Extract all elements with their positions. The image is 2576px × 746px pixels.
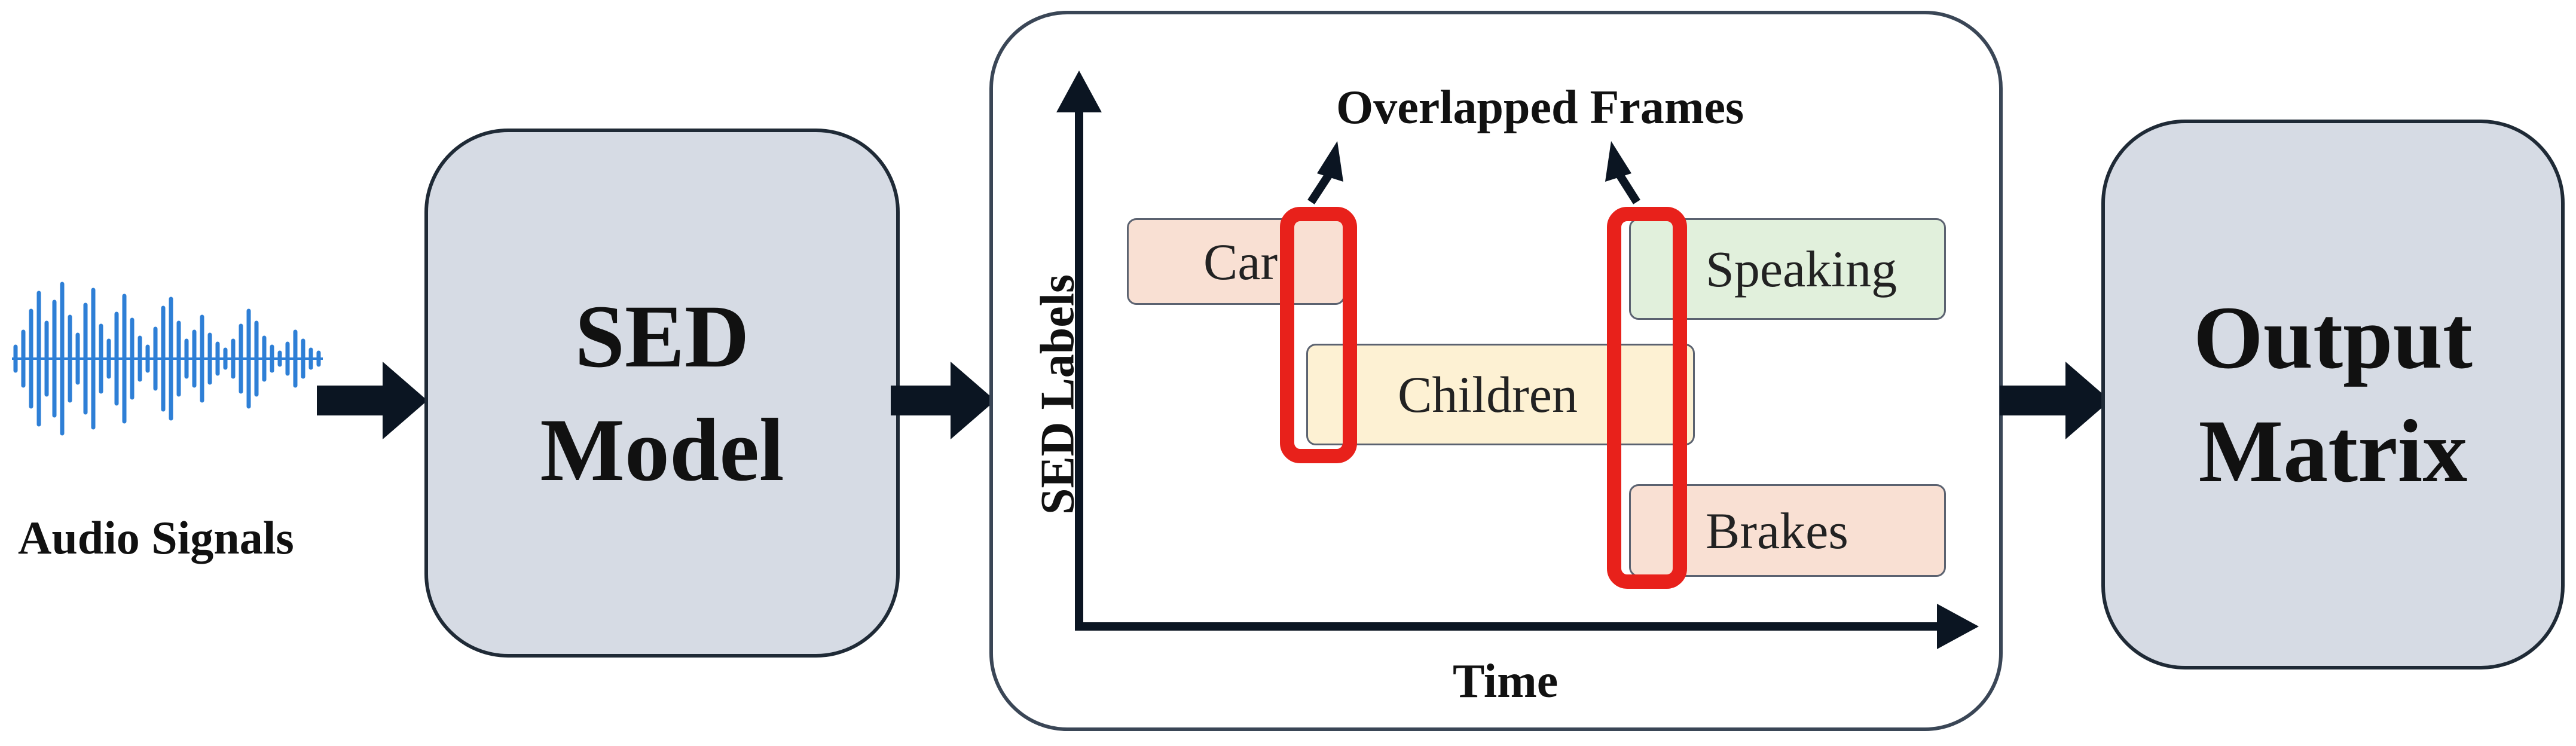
event-children: Children [1306, 344, 1695, 445]
arrow-input-to-model [317, 362, 427, 439]
overlap-highlights [1280, 141, 1687, 589]
x-axis-arrowhead [1937, 604, 1979, 649]
y-axis-arrowhead [1056, 71, 1102, 112]
output-matrix-box: Output Matrix [2101, 120, 2565, 669]
event-car: Car [1127, 218, 1345, 305]
x-axis-label: Time [1453, 655, 1559, 708]
arrow-model-to-plot [891, 362, 995, 439]
pointer-arrow-2-head [1605, 141, 1631, 182]
output-matrix-label: Output Matrix [2193, 288, 2473, 501]
event-brakes-label: Brakes [1706, 502, 1848, 560]
sed-model-box: SED Model [424, 129, 900, 658]
overlapped-frames-title: Overlapped Frames [1336, 81, 1744, 134]
audio-signals-label: Audio Signals [18, 512, 294, 564]
overlap-frame-2 [1607, 207, 1687, 589]
event-speaking-label: Speaking [1706, 240, 1897, 298]
plot-axes [1056, 71, 1979, 649]
event-car-label: Car [1203, 233, 1278, 291]
overlap-frame-1 [1280, 207, 1357, 463]
event-children-label: Children [1398, 366, 1578, 423]
arrow-plot-to-output [2000, 362, 2110, 439]
audio-waveform-icon [12, 282, 323, 436]
sed-model-label: SED Model [540, 286, 784, 500]
pointer-arrow-1-head [1317, 141, 1343, 182]
